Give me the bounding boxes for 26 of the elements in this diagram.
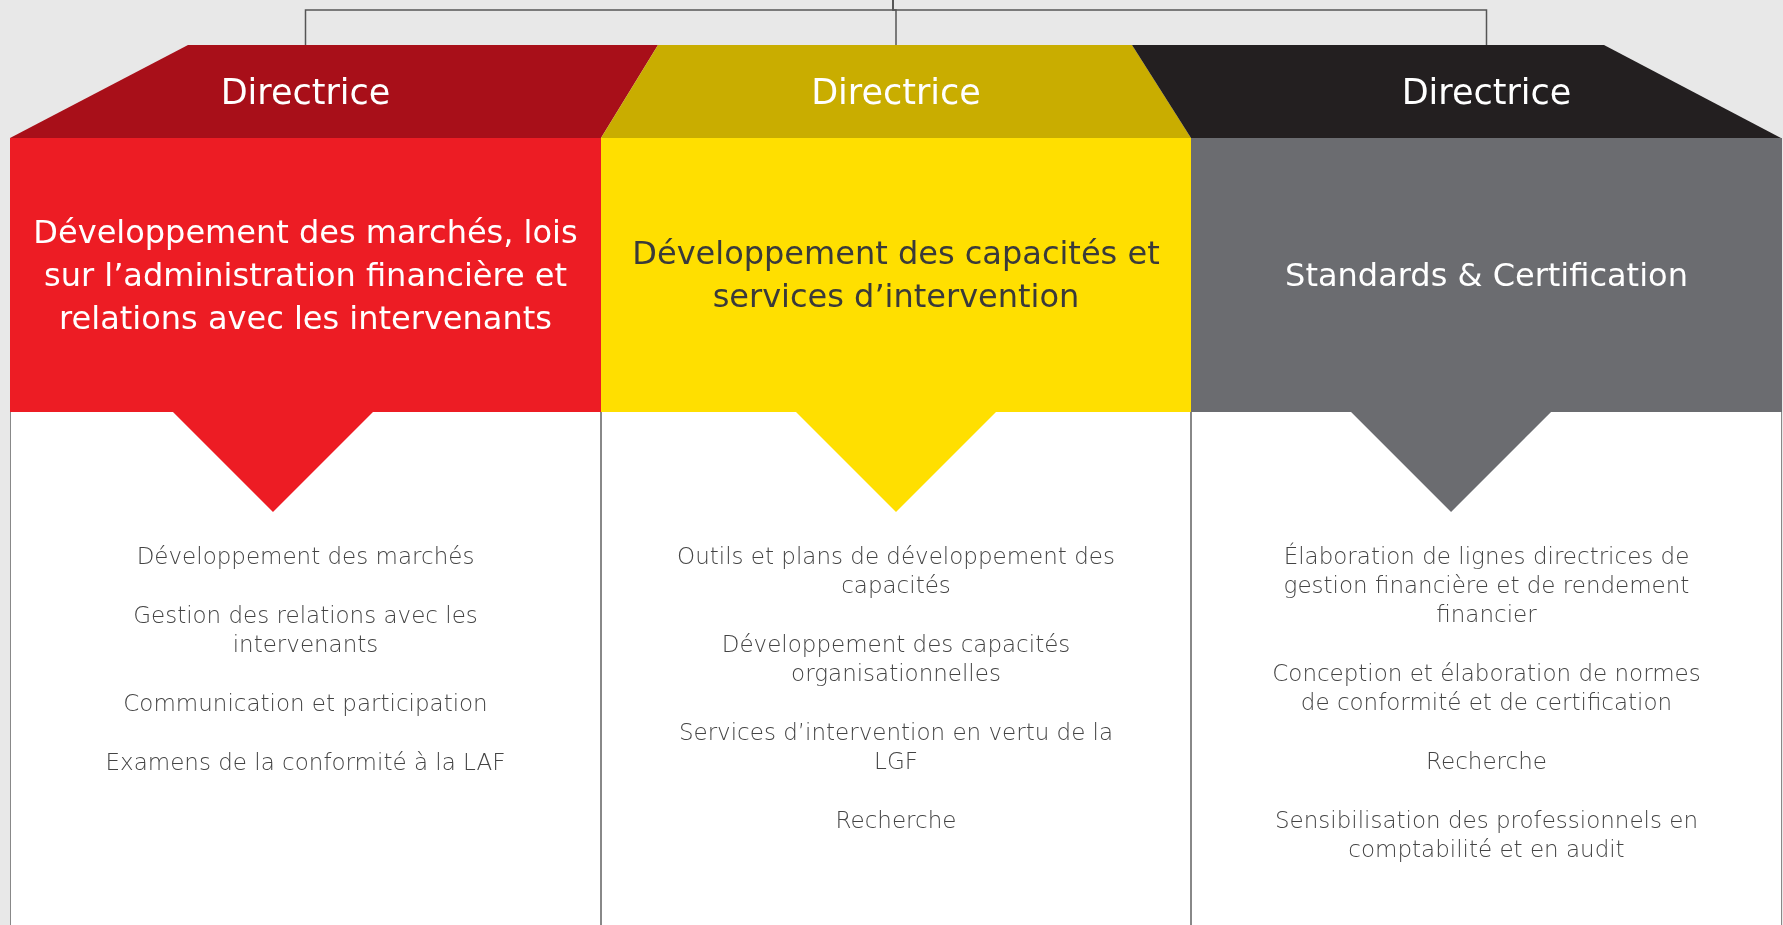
- list-panel: [601, 412, 1191, 925]
- connector-line: [892, 0, 1488, 46]
- header-title: Directrice: [220, 71, 391, 112]
- pointer-box: [601, 138, 1191, 512]
- header-banner: [1132, 45, 1782, 138]
- list-item: Recherche: [835, 806, 957, 835]
- list-item: Développement des capacités organisationnelles: [720, 630, 1072, 688]
- list-item: Conception et élaboration de normes de conformité et de certification: [1271, 659, 1702, 717]
- list-item: Élaboration de lignes directrices de gestion financière et de rendement financier: [1282, 542, 1691, 629]
- header-banner: [10, 45, 658, 138]
- list-item: Sensibilisation des professionnels en comptabilité et en audit: [1274, 806, 1699, 864]
- pointer-box: [10, 138, 601, 512]
- list-item: Gestion des relations avec les intervenants: [132, 601, 479, 659]
- section-title: Développement des marchés, lois sur l’administration financière et relations avec les intervenants: [32, 211, 579, 339]
- pointer-box: [1191, 138, 1782, 512]
- list-item: Examens de la conformité à la LAF: [105, 748, 506, 777]
- list-item: Communication et participation: [123, 689, 488, 718]
- list-panel: [10, 412, 601, 925]
- section-title: Développement des capacités et services d’intervention: [631, 233, 1161, 317]
- list-item: Recherche: [1426, 747, 1547, 776]
- list-item: Services d’intervention en vertu de la LGF: [677, 718, 1115, 776]
- section-title: Standards & Certification: [1285, 254, 1688, 296]
- list-item: Développement des marchés: [136, 542, 475, 571]
- list-item: Outils et plans de développement des capacités: [676, 542, 1116, 600]
- header-title: Directrice: [1401, 71, 1572, 112]
- list-panel: [1191, 412, 1782, 925]
